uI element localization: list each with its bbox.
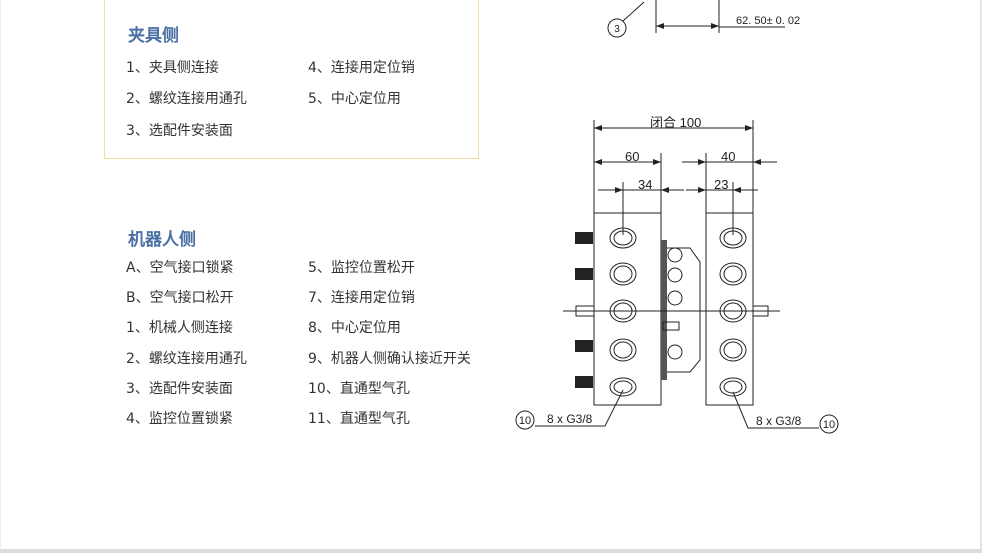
fixture-item: 1、夹具侧连接 [126,60,219,76]
right-thread-callout [732,391,839,434]
dim-23: 23 [714,177,728,192]
robot-side-block [575,212,662,406]
thread-label-left: 8 x G3/8 [547,412,593,426]
fixture-item: 5、中心定位用 [308,91,401,107]
left-thread-callout [515,389,624,430]
fixture-item: 2、螺纹连接用通孔 [126,91,247,107]
robot-item: 8、中心定位用 [308,320,401,336]
dim-34: 34 [638,177,652,192]
fixture-item: 4、连接用定位销 [308,60,415,76]
robot-item: 4、监控位置锁紧 [126,411,233,427]
robot-side-title: 机器人侧 [128,230,196,250]
dim-closed-100: 闭合 100 [650,115,701,130]
callout-10-left: 10 [519,415,531,427]
top-dimension: 3 62. 50± 0. 02 [607,0,800,38]
robot-item: B、空气接口松开 [126,290,234,306]
robot-item: 9、机器人侧确认接近开关 [308,351,471,367]
robot-item: A、空气接口锁紧 [126,260,234,276]
robot-item: 3、选配件安装面 [126,381,233,397]
dim-60: 60 [625,149,639,164]
dimension-62-50: 62. 50± 0. 02 [736,15,800,27]
center-connector [661,240,701,380]
robot-item: 1、机械人侧连接 [126,320,233,336]
robot-item: 7、连接用定位销 [308,290,415,306]
bottom-scrollbar-edge [0,549,982,553]
callout-10-right: 10 [823,419,835,431]
thread-label-right: 8 x G3/8 [756,414,802,428]
robot-item: 5、监控位置松开 [308,260,415,276]
dimension-lines [593,120,777,235]
dim-40: 40 [721,149,735,164]
robot-item: 2、螺纹连接用通孔 [126,351,247,367]
fixture-side-title: 夹具侧 [128,26,179,46]
robot-item: 11、直通型气孔 [308,411,410,427]
fixture-side-panel [104,0,479,159]
fixture-item: 3、选配件安装面 [126,123,233,139]
callout-3: 3 [614,24,620,35]
fixture-side-block [705,212,769,406]
robot-item: 10、直通型气孔 [308,381,410,397]
